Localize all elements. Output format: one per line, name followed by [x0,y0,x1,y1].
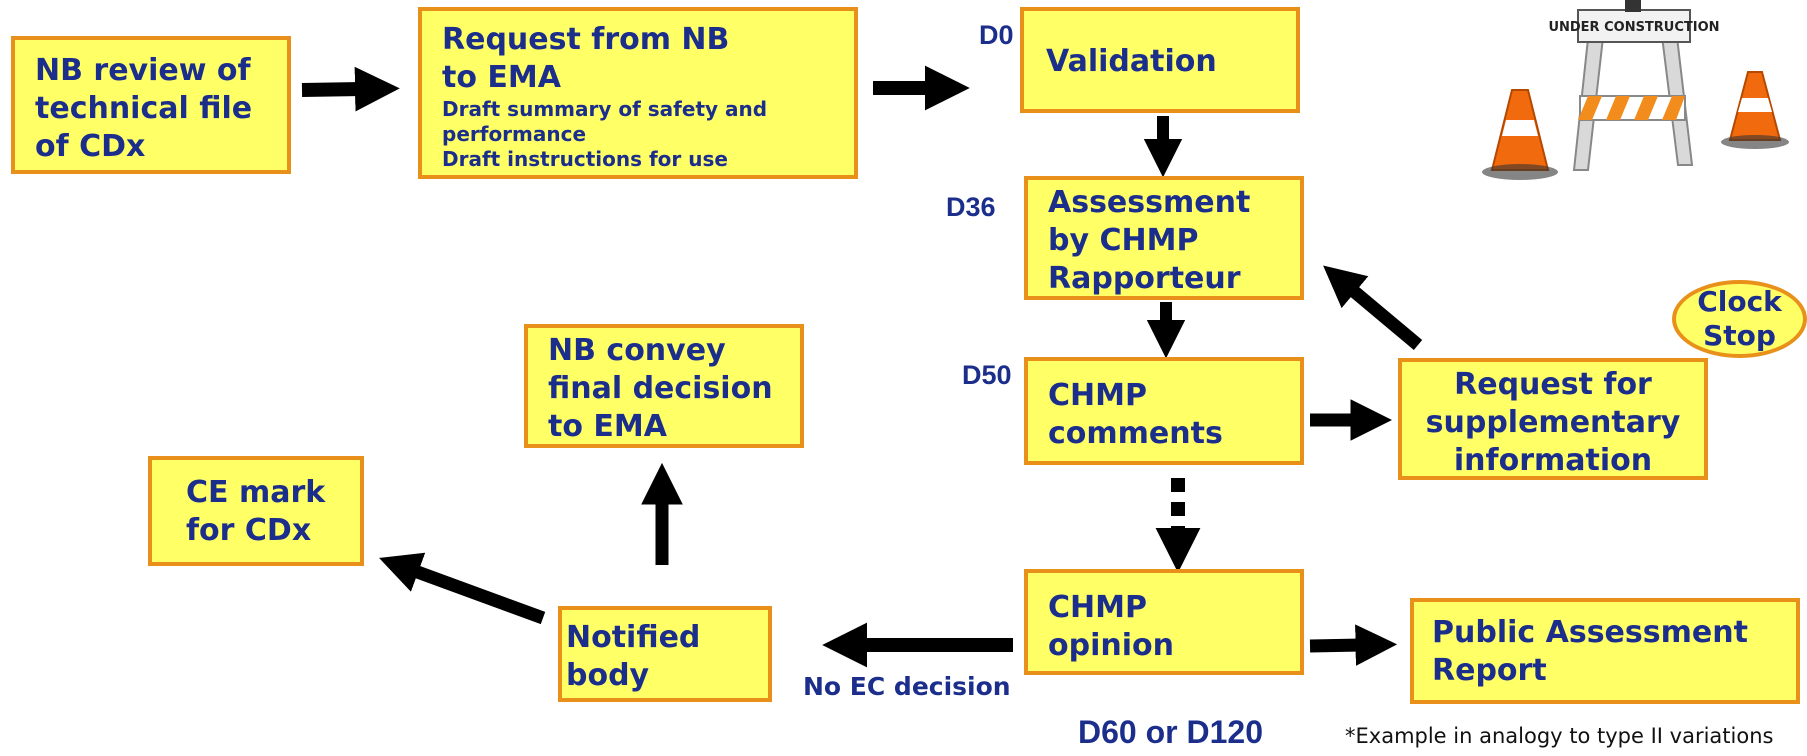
nb-convey-line-1: NB convey [548,333,726,368]
supplementary-box: Request for supplementary information [1398,358,1708,480]
day-label-d50: D50 [962,360,1012,390]
clock-stop-line-1: Clock [1697,285,1782,318]
public-report-box: Public Assessment Report [1410,598,1800,704]
nb-review-line-1: NB review of [35,53,251,88]
day-label-d60-d120: D60 or D120 [1078,714,1263,750]
footnote: *Example in analogy to type II variation… [1345,724,1774,748]
notified-body-line-2: body [566,658,650,693]
nb-review-line-2: technical file [35,91,253,126]
chmp-opinion-box: CHMP opinion [1024,569,1304,675]
clock-stop-line-2: Stop [1703,319,1776,352]
under-construction-icon: UNDER CONSTRUCTION [1482,0,1789,180]
arrow-opinion-to-public-report [1309,624,1398,666]
chmp-opinion-line-1: CHMP [1048,590,1147,625]
sign-text: UNDER CONSTRUCTION [1548,20,1719,35]
chmp-comments-line-2: comments [1048,416,1223,451]
request-detail-line-2: performance [442,122,587,146]
assessment-line-1: Assessment [1048,185,1251,220]
assessment-line-2: by CHMP [1048,223,1199,258]
no-ec-decision-label: No EC decision [803,672,1011,701]
request-title-line-1: Request from NB [442,22,730,57]
nb-convey-box: NB convey final decision to EMA [524,324,804,448]
public-report-line-2: Report [1432,653,1547,688]
chmp-opinion-line-2: opinion [1048,628,1174,663]
request-title-line-2: to EMA [442,60,561,95]
notified-body-line-1: Notified [566,620,701,655]
request-detail-line-1: Draft summary of safety and [442,97,768,121]
nb-convey-line-3: to EMA [548,409,667,444]
clock-stop-oval: Clock Stop [1672,280,1807,358]
arrow-nb-review-to-request [301,66,400,112]
request-detail-line-3: Draft instructions for use [442,147,728,171]
supplementary-line-2: supplementary [1425,405,1681,440]
ce-mark-line-1: CE mark [186,475,326,510]
request-box: Request from NB to EMA Draft summary of … [418,7,858,179]
day-label-d36: D36 [946,192,996,222]
chmp-comments-line-1: CHMP [1048,378,1147,413]
day-label-d0: D0 [979,20,1014,50]
chmp-comments-box: CHMP comments [1024,357,1304,465]
arrow-notified-body-to-ce-mark [379,552,546,625]
nb-review-box: NB review of technical file of CDx [11,36,291,174]
ce-mark-line-2: for CDx [186,513,312,548]
nb-review-line-3: of CDx [35,129,146,164]
public-report-line-1: Public Assessment [1432,615,1748,650]
validation-label: Validation [1046,44,1217,79]
ce-mark-box: CE mark for CDx [148,456,364,566]
assessment-box: Assessment by CHMP Rapporteur [1024,176,1304,300]
nb-convey-line-2: final decision [548,371,773,406]
notified-body-box: Notified body [558,606,772,702]
arrow-supplementary-to-assessment [1323,265,1423,350]
validation-box: Validation [1020,7,1300,113]
supplementary-line-3: information [1453,443,1653,478]
supplementary-line-1: Request for [1454,367,1652,402]
assessment-line-3: Rapporteur [1048,261,1241,296]
